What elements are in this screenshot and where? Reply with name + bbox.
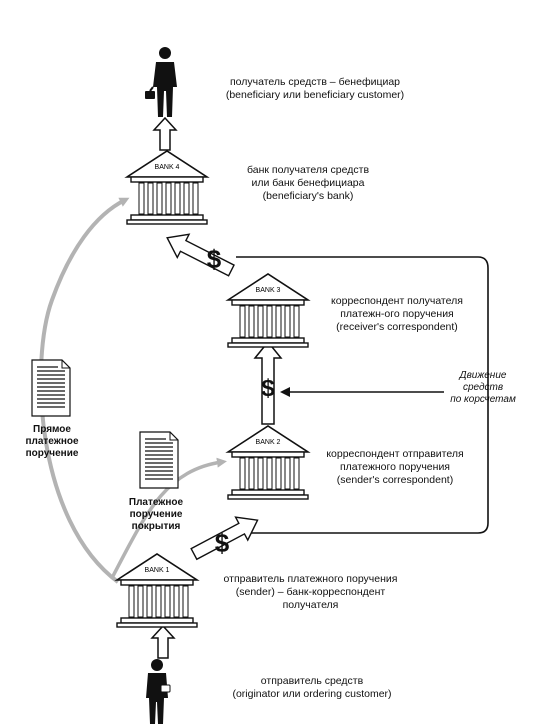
beneficiary-line-2: (beneficiary или beneficiary customer) bbox=[225, 89, 405, 101]
bank-1-caption: отправитель платежного поручения (sender… bbox=[208, 573, 413, 612]
flow-note: Движение средств по корсчетам bbox=[440, 370, 526, 406]
direct-order-document-icon bbox=[31, 359, 71, 417]
cover-order-line-3: покрытия bbox=[131, 521, 181, 532]
bank4-to-beneficiary-arrow bbox=[153, 117, 177, 151]
bank-4-line-3: (beneficiary's bank) bbox=[262, 190, 354, 202]
cover-order-document-icon bbox=[139, 431, 179, 489]
dollar-sign-2: $ bbox=[261, 375, 275, 402]
bank-3-label: BANK 3 bbox=[256, 287, 281, 294]
bank-2-line-3: (sender's correspondent) bbox=[336, 474, 454, 486]
cover-order-line-1: Платежное bbox=[128, 497, 184, 508]
bank-1-line-3: получателя bbox=[282, 599, 339, 611]
originator-to-bank1-arrow bbox=[151, 625, 175, 659]
bank-3-line-1: корреспондент получателя bbox=[331, 295, 463, 307]
bank-3-line-3: (receiver's correspondent) bbox=[336, 321, 458, 333]
bank-4-line-1: банк получателя средств bbox=[246, 164, 370, 176]
direct-order-line-3: поручение bbox=[25, 448, 79, 459]
bank-4-caption: банк получателя средств или банк бенефиц… bbox=[223, 164, 393, 203]
originator-caption: отправитель средств (originator или orde… bbox=[212, 675, 412, 701]
beneficiary-line-1: получатель средств – бенефициар bbox=[229, 76, 401, 88]
bank-4: BANK 4 bbox=[126, 150, 208, 225]
flow-note-line-3: по корсчетам bbox=[450, 394, 516, 405]
direct-order-line-1: Прямое bbox=[33, 424, 71, 435]
correspondent-flow-line bbox=[236, 256, 489, 534]
cover-order-arrow bbox=[110, 457, 227, 579]
originator-line-1: отправитель средств bbox=[260, 675, 364, 687]
dollar-sign-1: $ bbox=[215, 528, 230, 558]
cover-order-label: Платежное поручение покрытия bbox=[116, 497, 196, 533]
direct-order-arrow bbox=[38, 197, 130, 584]
bank-3-caption: корреспондент получателя платежн-ого пор… bbox=[312, 295, 482, 334]
flow-note-line-1: Движение bbox=[459, 370, 507, 381]
beneficiary-person-icon bbox=[145, 47, 177, 117]
beneficiary-caption: получатель средств – бенефициар (benefic… bbox=[210, 76, 420, 102]
bank2-to-bank3-arrow bbox=[253, 340, 283, 425]
bank-4-label: BANK 4 bbox=[155, 164, 180, 171]
direct-order-line-2: платежное bbox=[25, 436, 79, 447]
flow-note-line-2: средств bbox=[462, 382, 504, 393]
bank-2: BANK 2 bbox=[227, 425, 309, 500]
bank-2-caption: корреспондент отправителя платежного пор… bbox=[305, 448, 485, 487]
bank-2-label: BANK 2 bbox=[256, 439, 281, 446]
bank-1-line-2: (sender) – банк-корреспондент bbox=[235, 586, 386, 598]
originator-line-2: (originator или ordering customer) bbox=[232, 688, 392, 700]
bank-3: BANK 3 bbox=[227, 273, 309, 348]
bank-2-line-1: корреспондент отправителя bbox=[326, 448, 464, 460]
bank-4-line-2: или банк бенефициара bbox=[251, 177, 365, 189]
bank-1: BANK 1 bbox=[116, 553, 198, 628]
dollar-sign-3: $ bbox=[207, 244, 222, 274]
bank-2-line-2: платежного поручения bbox=[339, 461, 450, 473]
direct-order-label: Прямое платежное поручение bbox=[14, 424, 90, 460]
originator-person-icon bbox=[146, 659, 171, 724]
bank-1-line-1: отправитель платежного поручения bbox=[223, 573, 398, 585]
cover-order-line-2: поручение bbox=[129, 509, 183, 520]
bank3-to-bank4-dollar-arrow bbox=[160, 225, 238, 283]
bank-1-label: BANK 1 bbox=[145, 567, 170, 574]
bank-3-line-2: платежн-ого поручения bbox=[340, 308, 454, 320]
